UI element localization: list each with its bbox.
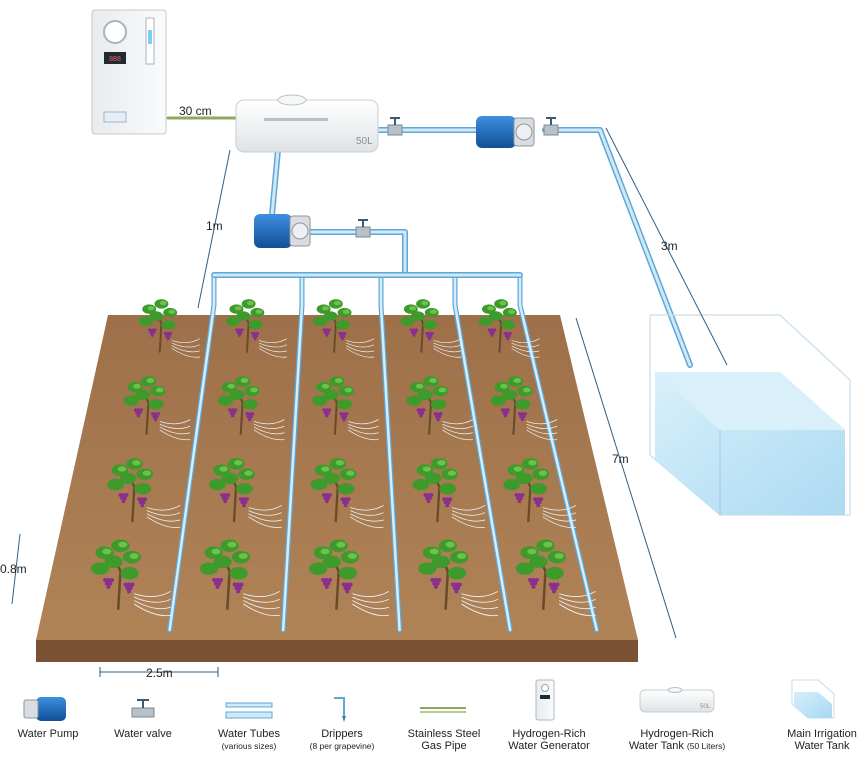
- legend-sub-main-tank: Water Tank: [794, 740, 850, 752]
- legend-label-main-tank: Main Irrigation: [787, 728, 857, 740]
- legend-label-generator: Hydrogen-Rich: [512, 728, 585, 740]
- grapevine: [209, 458, 283, 528]
- legend-label-tubes: Water Tubes: [218, 728, 280, 740]
- water-pump-icon: [23, 697, 66, 721]
- legend-label-gas-pipe: Stainless Steel: [408, 728, 481, 740]
- tank-capacity-label: 50L: [356, 136, 373, 147]
- dim-field-length: 7m: [612, 452, 629, 466]
- grapevine: [310, 458, 384, 528]
- grapevine: [312, 376, 379, 441]
- hydrogen-tank-icon: 50L: [639, 687, 715, 713]
- grapevine: [309, 539, 390, 617]
- svg-text:50L: 50L: [700, 704, 711, 710]
- irrigation-tank-icon: [791, 679, 835, 719]
- dim-tank-pump: 1m: [206, 219, 223, 233]
- legend-sub-drippers: (8 per grapevine): [310, 741, 375, 751]
- hydrogen-generator: 888: [91, 9, 167, 135]
- legend-label-h-tank: Hydrogen-Rich: [640, 728, 713, 740]
- legend-label-drippers: Drippers: [321, 728, 363, 740]
- dim-main-tank: 3m: [661, 239, 678, 253]
- legend-label-pump: Water Pump: [18, 728, 79, 740]
- grapevine: [515, 539, 596, 617]
- dim-generator-tank: 30 cm: [179, 104, 212, 118]
- grapevine: [406, 376, 473, 441]
- dim-plant-spacing: 0.8m: [0, 562, 27, 576]
- grapevine: [503, 458, 577, 528]
- legend-sub-h-tank: Water Tank (50 Liters): [629, 740, 726, 752]
- legend-label-valve: Water valve: [114, 728, 172, 740]
- dim-row-spacing: 2.5m: [146, 666, 173, 680]
- hydrogen-water-tank: 50L: [235, 94, 403, 153]
- grapevine: [313, 299, 375, 358]
- grapevine: [478, 299, 540, 358]
- dimension-lines: [11, 127, 728, 677]
- grapevine: [107, 458, 181, 528]
- grapevines: [90, 299, 596, 617]
- water-pump-main: [476, 116, 559, 148]
- grapevine: [90, 539, 171, 617]
- gas-pipe-icon: [420, 707, 466, 713]
- legend: 50L Water Pump Water valve Water Tubes D…: [18, 679, 857, 752]
- grapevine: [226, 299, 288, 358]
- svg-text:888: 888: [109, 56, 121, 63]
- grapevine: [199, 539, 280, 617]
- grapevine: [217, 376, 285, 441]
- grapevine: [412, 458, 486, 528]
- legend-sub-gas-pipe: Gas Pipe: [421, 740, 466, 752]
- grapevine: [418, 539, 499, 617]
- grapevine: [490, 376, 558, 441]
- grapevine: [138, 299, 200, 358]
- water-tubes-icon: [225, 702, 273, 719]
- water-valve-icon: [131, 699, 155, 718]
- dripper-icon: [334, 697, 346, 722]
- water-pump-field: [254, 214, 371, 248]
- legend-sub-tubes: (various sizes): [222, 741, 277, 751]
- supply-pipes: [166, 116, 693, 368]
- hydrogen-generator-icon: [535, 679, 555, 721]
- main-irrigation-tank: [649, 314, 851, 516]
- drip-lines: [167, 272, 600, 633]
- legend-sub-generator: Water Generator: [508, 740, 590, 752]
- grapevine: [123, 376, 191, 441]
- grapevine: [400, 299, 462, 358]
